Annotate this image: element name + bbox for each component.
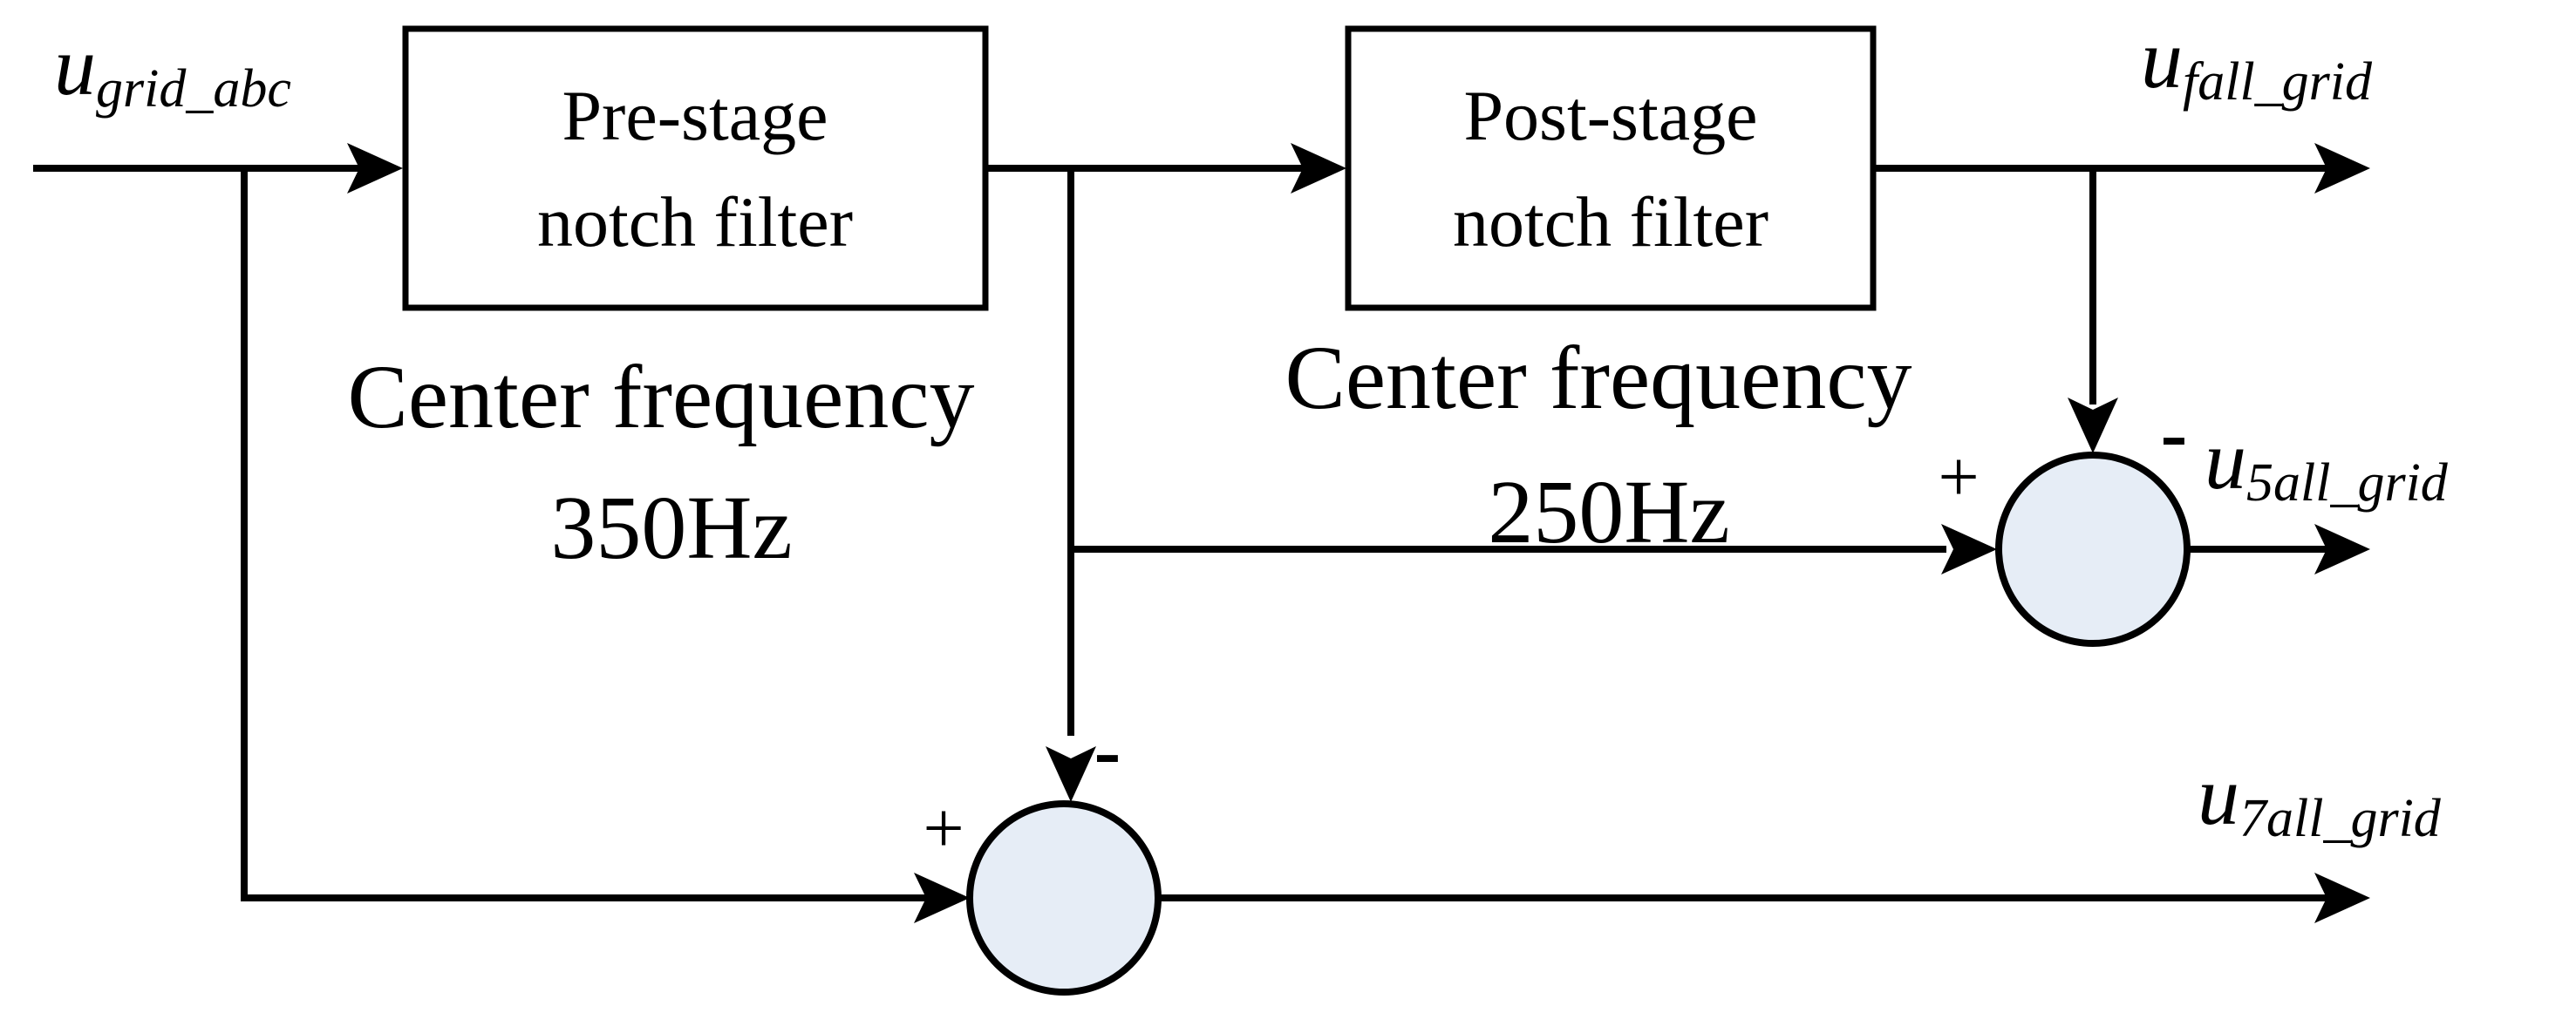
pre-stage-line1: Pre-stage [562, 76, 828, 155]
post-center-frequency-value: 250Hz [1488, 462, 1729, 562]
input-signal-main: u [54, 19, 96, 112]
post-stage-line1: Post-stage [1463, 76, 1757, 155]
post-stage-line2: notch filter [1453, 182, 1768, 262]
fifth-output-signal-label: u5all_grid [2205, 413, 2449, 513]
sum5-plus-sign: + [1938, 437, 1979, 518]
pre-stage-notch-filter-block: Pre-stage notch filter [402, 25, 989, 311]
post-center-frequency-label: Center frequency [1285, 328, 1912, 428]
input-signal-sub: grid_abc [96, 59, 291, 119]
sum7-minus-sign: - [1094, 706, 1121, 795]
summing-junction-5th [1995, 452, 2191, 647]
arrowhead-fall-output [2314, 143, 2370, 194]
fall-output-signal-main: u [2141, 12, 2183, 105]
sum7-plus-sign: + [923, 788, 964, 869]
post-stage-box [1345, 25, 1877, 311]
sum5-minus-sign: - [2161, 389, 2188, 478]
seventh-output-signal-sub: 7all_grid [2239, 789, 2442, 848]
arrowhead-into-pre-stage [347, 143, 403, 194]
seventh-output-signal-main: u [2198, 749, 2239, 842]
fifth-output-signal-main: u [2205, 413, 2246, 506]
arrowhead-into-sum5-top [2068, 398, 2118, 453]
arrowhead-fifth-output [2314, 524, 2370, 574]
arrowhead-into-sum7-left [914, 873, 970, 923]
pre-stage-line2: notch filter [537, 182, 853, 262]
pre-center-frequency-label: Center frequency [348, 347, 975, 447]
arrowhead-into-sum5-left [1941, 524, 1997, 574]
post-stage-notch-filter-block: Post-stage notch filter [1345, 25, 1877, 311]
fall-output-signal-label: ufall_grid [2141, 12, 2373, 112]
pre-stage-box [402, 25, 989, 311]
fifth-output-signal-sub: 5all_grid [2246, 453, 2449, 513]
summing-junction-7th [966, 800, 1162, 996]
input-signal-label: ugrid_abc [54, 19, 291, 119]
arrowhead-into-post-stage [1291, 143, 1346, 194]
seventh-output-signal-label: u7all_grid [2198, 749, 2442, 848]
fall-output-signal-sub: fall_grid [2183, 52, 2373, 112]
arrowhead-seventh-output [2314, 873, 2370, 923]
pre-center-frequency-value: 350Hz [550, 478, 792, 578]
arrowhead-into-sum7-top [1046, 746, 1096, 802]
